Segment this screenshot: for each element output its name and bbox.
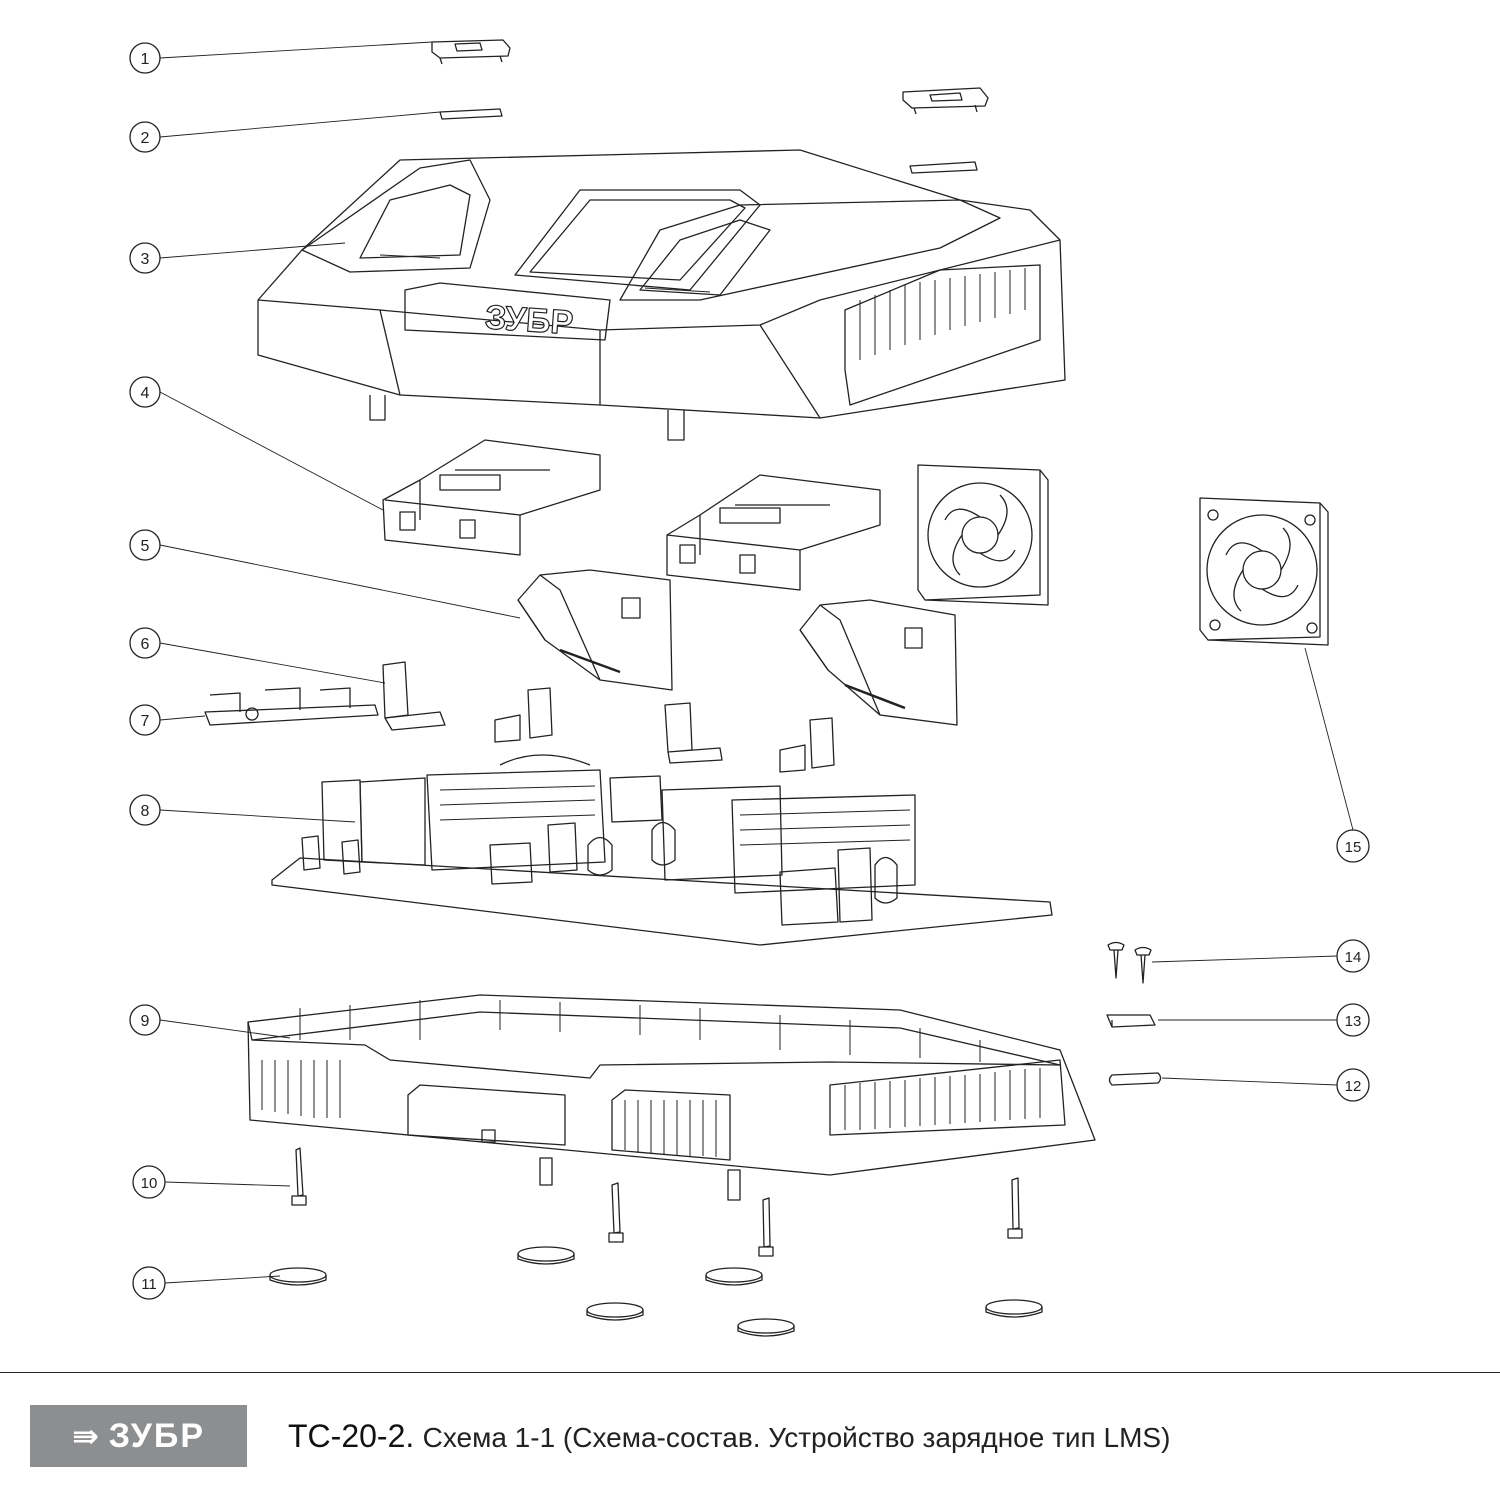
callout-12: 12 <box>1336 1068 1370 1102</box>
svg-text:8: 8 <box>141 803 150 820</box>
svg-text:1: 1 <box>141 51 150 68</box>
svg-text:9: 9 <box>141 1013 150 1030</box>
leader-lines <box>159 41 1354 1284</box>
part-10-screws <box>291 1147 1023 1257</box>
callout-9: 9 <box>129 1004 161 1036</box>
svg-text:7: 7 <box>141 713 150 730</box>
part-4-contact-holder-right <box>666 474 881 591</box>
callout-4: 4 <box>129 376 161 408</box>
fan-left <box>917 464 1049 606</box>
exploded-parts-diagram: ЗУБР <box>129 39 1370 1337</box>
callout-7: 7 <box>129 704 161 736</box>
callout-15: 15 <box>1336 829 1370 863</box>
part-8-main-pcb <box>271 754 1053 946</box>
svg-text:15: 15 <box>1345 839 1362 856</box>
part-5-light-guide <box>517 569 673 691</box>
part-2-pad <box>439 108 978 174</box>
svg-text:11: 11 <box>141 1276 157 1293</box>
svg-text:10: 10 <box>141 1175 158 1192</box>
callout-11: 11 <box>132 1266 166 1300</box>
part-1-latch <box>431 39 511 65</box>
part-6-clip <box>382 661 835 773</box>
part-3-top-housing: ЗУБР <box>257 149 1066 441</box>
svg-text:13: 13 <box>1345 1013 1362 1030</box>
svg-text:12: 12 <box>1345 1078 1362 1095</box>
callout-3: 3 <box>129 242 161 274</box>
part-5-light-guide-right <box>799 599 958 726</box>
svg-text:14: 14 <box>1345 949 1362 966</box>
part-1-latch-right <box>902 87 989 115</box>
housing-logo-text: ЗУБР <box>484 298 575 342</box>
callout-13: 13 <box>1336 1003 1370 1037</box>
svg-text:4: 4 <box>141 385 150 402</box>
model-number: TC-20-2. <box>288 1418 415 1454</box>
svg-text:3: 3 <box>141 251 150 268</box>
brand-logo: ⇛ ЗУБР <box>30 1405 247 1467</box>
part-12-pin <box>1108 1072 1162 1086</box>
part-7-small-pcb <box>204 687 379 726</box>
brand-arrow-icon: ⇛ <box>71 1418 101 1454</box>
callout-6: 6 <box>129 627 161 659</box>
brand-logo-text: ЗУБР <box>108 1416 206 1455</box>
svg-text:5: 5 <box>141 538 150 555</box>
callout-10: 10 <box>132 1165 166 1199</box>
callout-14: 14 <box>1336 939 1370 973</box>
callout-8: 8 <box>129 794 161 826</box>
part-15-fan <box>1199 497 1329 646</box>
diagram-title: TC-20-2. Схема 1-1 (Схема-состав. Устрой… <box>288 1418 1170 1455</box>
svg-text:2: 2 <box>141 130 150 147</box>
svg-text:6: 6 <box>141 636 150 653</box>
part-4-contact-holder <box>382 439 601 556</box>
part-14-screws <box>1107 941 1152 984</box>
part-9-base-housing <box>247 994 1096 1176</box>
part-11-feet <box>269 1246 1043 1337</box>
part-13-bracket <box>1106 1014 1156 1028</box>
footer-divider <box>0 1372 1500 1373</box>
diagram-description: Схема 1-1 (Схема-состав. Устройство заря… <box>422 1422 1171 1453</box>
callout-2: 2 <box>129 121 161 153</box>
callout-5: 5 <box>129 529 161 561</box>
callout-1: 1 <box>129 42 161 74</box>
